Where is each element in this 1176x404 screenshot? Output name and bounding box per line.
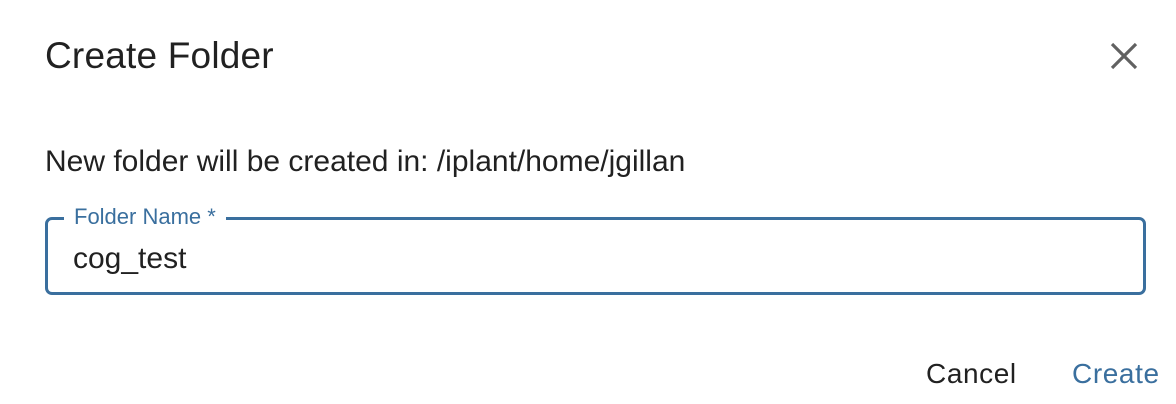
create-button[interactable]: Create (1072, 350, 1160, 398)
dialog-actions: Cancel Create (0, 350, 1176, 398)
close-icon (1107, 39, 1141, 73)
dialog-title: Create Folder (45, 35, 274, 76)
folder-name-label: Folder Name * (64, 202, 226, 232)
folder-name-input[interactable] (73, 240, 1113, 278)
close-button[interactable] (1100, 32, 1148, 80)
cancel-button[interactable]: Cancel (926, 350, 1017, 398)
folder-name-field[interactable]: Folder Name * (45, 202, 1146, 295)
destination-message: New folder will be created in: /iplant/h… (45, 145, 686, 178)
